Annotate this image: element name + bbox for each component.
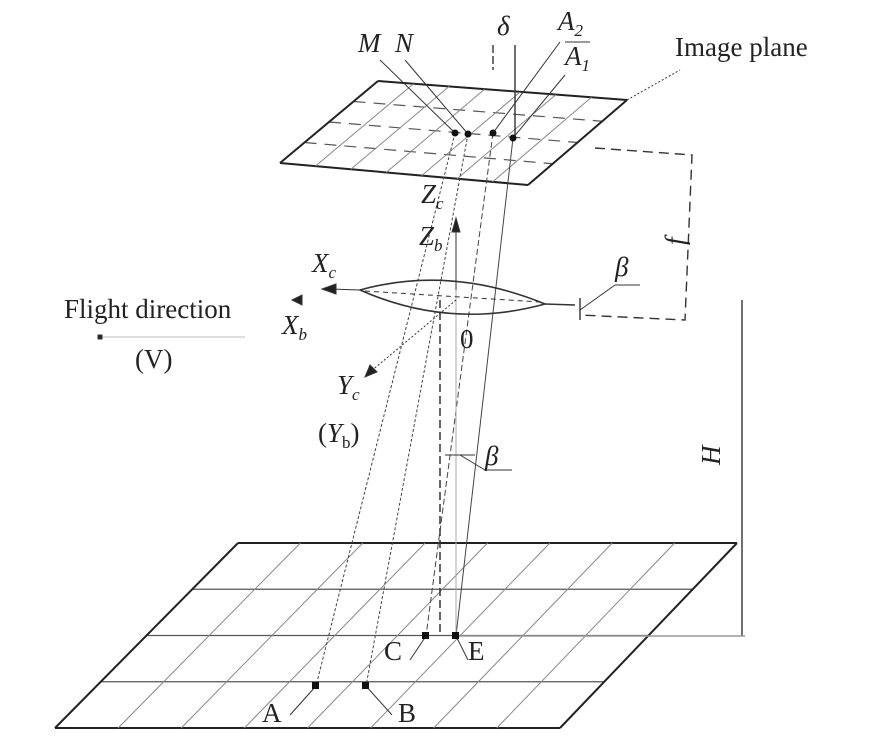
point-E	[452, 632, 459, 639]
label-C: C	[384, 636, 402, 666]
label-height: H	[696, 444, 726, 466]
axes	[97, 216, 461, 378]
dimension-lines	[289, 41, 745, 716]
grid-line	[377, 80, 628, 101]
grid-line	[350, 86, 450, 170]
label-Zb: Zb	[419, 221, 443, 255]
label-Xc: Xc	[311, 248, 337, 282]
grid-line	[307, 542, 488, 729]
grid-line	[279, 162, 529, 186]
label-velocity: (V)	[135, 344, 172, 374]
label-A1: A1	[563, 41, 590, 75]
image-plane	[279, 80, 628, 186]
point-C	[422, 632, 429, 639]
zb-arrow-icon	[451, 216, 461, 233]
grid-line	[304, 141, 553, 165]
xb-arrow-icon	[290, 294, 303, 306]
label-M: M	[357, 28, 382, 58]
grid-line	[279, 80, 379, 164]
grid-line	[527, 99, 628, 186]
grid-line	[117, 542, 301, 729]
label-focal-length: f	[660, 234, 690, 245]
points	[312, 129, 517, 689]
label-E: E	[468, 636, 485, 666]
label-B: B	[398, 698, 416, 728]
label-flight-direction: Flight direction	[64, 294, 232, 324]
label-A2: A2	[556, 6, 584, 40]
grid-line	[244, 542, 426, 729]
label-N: N	[394, 28, 415, 58]
point-A1	[509, 134, 517, 142]
grid-line	[456, 94, 557, 180]
grid-line	[180, 542, 364, 729]
grid-line	[315, 83, 414, 167]
point-N	[464, 130, 472, 138]
label-origin: 0	[460, 324, 474, 354]
label-beta-bottom: β	[484, 441, 499, 471]
label-Xb: Xb	[281, 310, 307, 344]
label-delta: δ	[497, 11, 510, 41]
label-A: A	[262, 698, 282, 728]
xc-arrow-icon	[320, 283, 337, 295]
grid-line	[54, 542, 239, 729]
label-Zc: Zc	[421, 179, 444, 213]
label-beta-top: β	[614, 252, 629, 282]
label-image-plane: Image plane	[675, 32, 808, 62]
label-Yb: (Yb)	[318, 418, 360, 452]
point-B	[362, 682, 369, 689]
lens	[357, 279, 576, 315]
point-A2	[489, 129, 497, 137]
grid-line	[353, 100, 603, 122]
point-A	[312, 682, 319, 689]
point-M	[451, 129, 459, 137]
grid-line	[385, 88, 486, 173]
grid-line	[492, 96, 592, 183]
projection-rays	[315, 132, 514, 687]
yc-arrow-icon	[364, 364, 378, 378]
label-Yc: Yc	[337, 370, 360, 404]
labels: M N δ A2 A1 Image plane Zc Zb Xc Flight …	[64, 6, 808, 728]
